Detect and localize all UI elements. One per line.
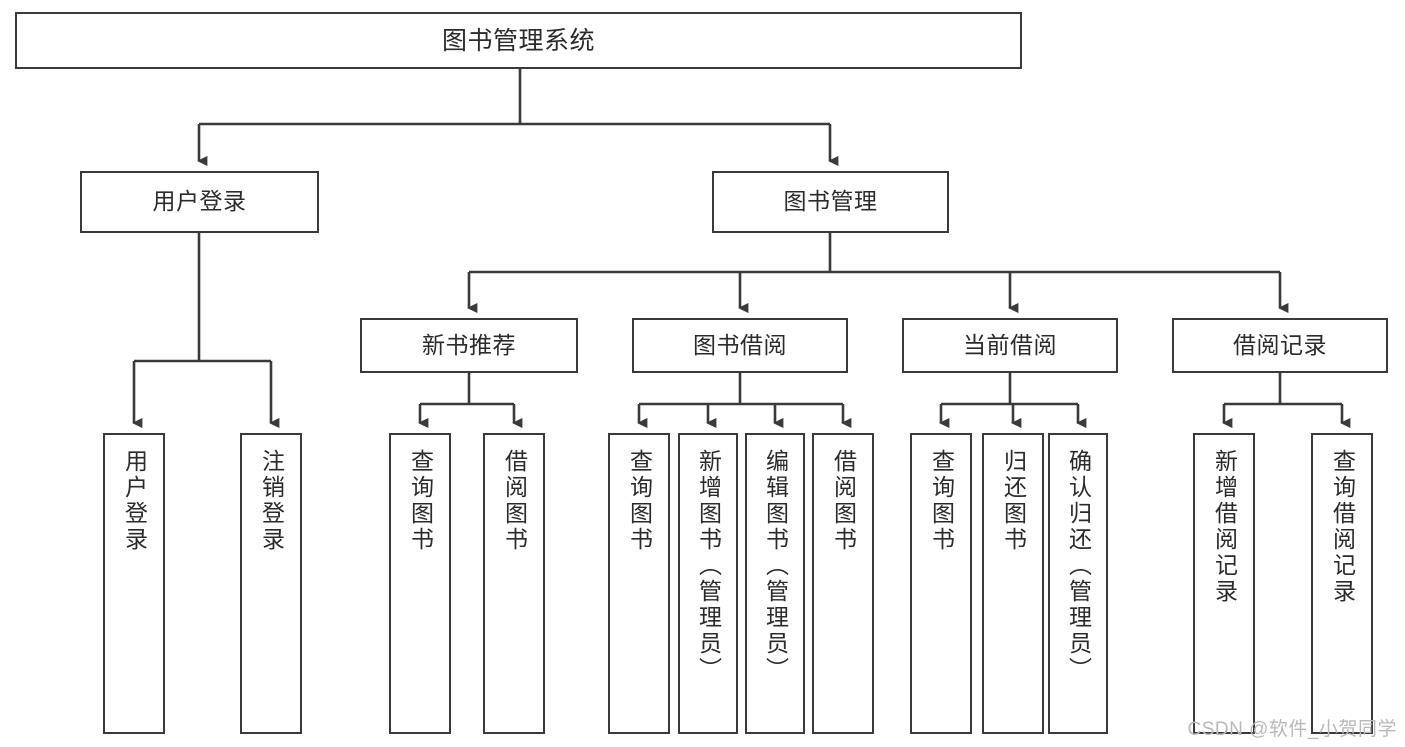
leaf-node-leaf-return-book-label: 归还图书: [1000, 449, 1027, 553]
level3-node-current-borrow-label: 当前借阅: [963, 331, 1057, 358]
leaf-node-leaf-add-record[interactable]: 新增借阅记录: [1193, 433, 1255, 734]
leaf-node-leaf-edit-book-label: 编辑图书（管理员）: [762, 449, 789, 683]
level3-node-book-borrow[interactable]: 图书借阅: [632, 318, 848, 373]
leaf-node-leaf-user-logout-label: 注销登录: [258, 449, 285, 553]
leaf-node-leaf-add-book[interactable]: 新增图书（管理员）: [678, 433, 738, 734]
leaf-node-leaf-edit-book[interactable]: 编辑图书（管理员）: [745, 433, 805, 734]
leaf-node-leaf-add-book-label: 新增图书（管理员）: [695, 449, 722, 683]
level3-node-book-borrow-label: 图书借阅: [693, 331, 787, 358]
leaf-node-leaf-borrow-book-2-label: 借阅图书: [830, 449, 857, 553]
level3-node-new-book-rec-label: 新书推荐: [422, 331, 516, 358]
leaf-node-leaf-confirm-return-label: 确认归还（管理员）: [1065, 449, 1092, 683]
root-node[interactable]: 图书管理系统: [15, 12, 1022, 69]
leaf-node-leaf-query-record-label: 查询借阅记录: [1329, 449, 1356, 605]
leaf-node-leaf-add-record-label: 新增借阅记录: [1211, 449, 1238, 605]
level2-node-book-manage[interactable]: 图书管理: [712, 171, 949, 233]
level2-node-book-manage-label: 图书管理: [783, 188, 878, 215]
leaf-node-leaf-user-login[interactable]: 用户登录: [103, 433, 165, 734]
level3-node-borrow-record[interactable]: 借阅记录: [1172, 318, 1388, 373]
leaf-node-leaf-borrow-book-1[interactable]: 借阅图书: [483, 433, 545, 734]
leaf-node-leaf-query-record[interactable]: 查询借阅记录: [1311, 433, 1373, 734]
level3-node-borrow-record-label: 借阅记录: [1233, 331, 1327, 358]
leaf-node-leaf-query-book-2[interactable]: 查询图书: [608, 433, 670, 734]
leaf-node-leaf-query-book-1-label: 查询图书: [407, 449, 434, 553]
root-node-label: 图书管理系统: [441, 26, 595, 55]
level2-node-user-login[interactable]: 用户登录: [80, 171, 319, 233]
leaf-node-leaf-query-book-1[interactable]: 查询图书: [389, 433, 451, 734]
leaf-node-leaf-user-logout[interactable]: 注销登录: [240, 433, 302, 734]
leaf-node-leaf-borrow-book-1-label: 借阅图书: [501, 449, 528, 553]
leaf-node-leaf-borrow-book-2[interactable]: 借阅图书: [812, 433, 874, 734]
leaf-node-leaf-confirm-return[interactable]: 确认归还（管理员）: [1048, 433, 1108, 734]
level3-node-current-borrow[interactable]: 当前借阅: [902, 318, 1118, 373]
level3-node-new-book-rec[interactable]: 新书推荐: [360, 318, 578, 373]
leaf-node-leaf-query-book-3[interactable]: 查询图书: [910, 433, 972, 734]
leaf-node-leaf-query-book-3-label: 查询图书: [928, 449, 955, 553]
leaf-node-leaf-user-login-label: 用户登录: [121, 449, 148, 553]
level2-node-user-login-label: 用户登录: [152, 188, 247, 215]
leaf-node-leaf-return-book[interactable]: 归还图书: [982, 433, 1044, 734]
leaf-node-leaf-query-book-2-label: 查询图书: [626, 449, 653, 553]
